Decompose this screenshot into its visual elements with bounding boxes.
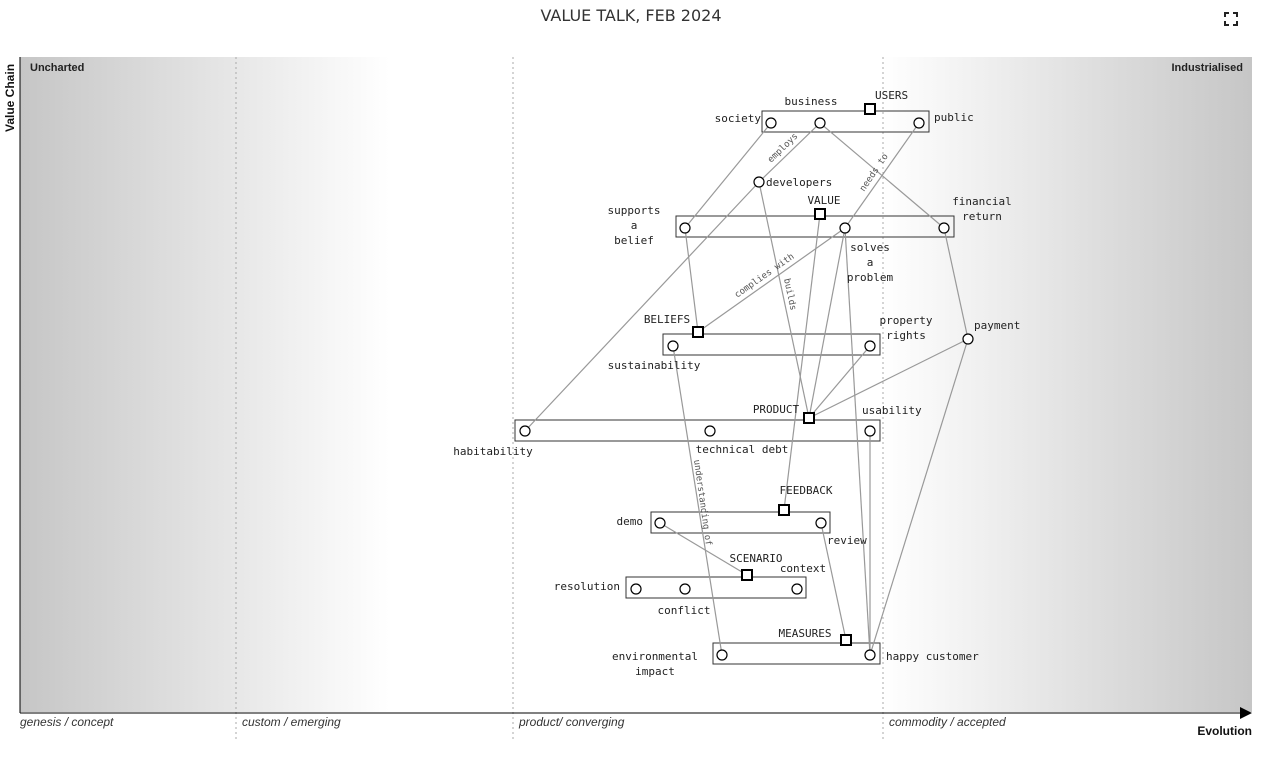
- node-payment[interactable]: [962, 333, 974, 345]
- node-label-context[interactable]: context: [780, 562, 826, 575]
- y-axis-label: Value Chain: [3, 64, 17, 132]
- node-label-conflict[interactable]: conflict: [658, 604, 711, 617]
- node-review[interactable]: [815, 517, 827, 529]
- node-context[interactable]: [791, 583, 803, 595]
- link: [943, 227, 969, 340]
- link: [524, 181, 760, 432]
- node-demo[interactable]: [654, 517, 666, 529]
- link: [684, 122, 772, 229]
- group-box-feedback: [650, 511, 831, 534]
- node-label-measures[interactable]: MEASURES: [779, 627, 832, 640]
- node-label-happy[interactable]: happy customer: [886, 650, 979, 663]
- node-label-business[interactable]: business: [785, 95, 838, 108]
- node-society[interactable]: [765, 117, 777, 129]
- link: [659, 522, 748, 576]
- stage-label-custom: custom / emerging: [242, 715, 341, 729]
- link: [808, 227, 846, 419]
- link: [808, 338, 969, 419]
- node-financial[interactable]: [938, 222, 950, 234]
- node-feedback[interactable]: [778, 504, 790, 516]
- node-label-techdebt[interactable]: technical debt: [696, 443, 789, 456]
- link: [844, 227, 871, 656]
- group-box-beliefs: [662, 333, 881, 356]
- node-business[interactable]: [814, 117, 826, 129]
- node-label-beliefs[interactable]: BELIEFS: [644, 313, 690, 326]
- nodes: USERS business society public developersVALU…: [453, 89, 1020, 678]
- link: [783, 213, 821, 511]
- node-value[interactable]: [814, 208, 826, 220]
- node-users[interactable]: [864, 103, 876, 115]
- map-background: [20, 57, 1252, 712]
- group-box-users: [761, 110, 930, 133]
- node-techdebt[interactable]: [704, 425, 716, 437]
- x-axis-label: Evolution: [1197, 724, 1252, 738]
- node-developers[interactable]: [753, 176, 765, 188]
- node-product[interactable]: [803, 412, 815, 424]
- node-label-demo[interactable]: demo: [617, 515, 644, 528]
- link: [758, 122, 821, 183]
- node-label-usability[interactable]: usability: [862, 404, 922, 417]
- node-label-product[interactable]: PRODUCT: [753, 403, 800, 416]
- link: [697, 227, 846, 333]
- node-label-scenario[interactable]: SCENARIO: [730, 552, 783, 565]
- node-solves[interactable]: [839, 222, 851, 234]
- node-label-resolution[interactable]: resolution: [554, 580, 620, 593]
- x-axis-arrow-icon: [1240, 707, 1252, 719]
- corner-label-industrialised: Industrialised: [1171, 62, 1243, 74]
- stage-label-product: product/ converging: [518, 715, 625, 729]
- node-conflict[interactable]: [679, 583, 691, 595]
- node-label-public[interactable]: public: [934, 111, 974, 124]
- link: [808, 345, 871, 419]
- node-label-feedback[interactable]: FEEDBACK: [780, 484, 833, 497]
- node-usability[interactable]: [864, 425, 876, 437]
- node-habitability[interactable]: [519, 425, 531, 437]
- node-measures[interactable]: [840, 634, 852, 646]
- link: [820, 522, 847, 641]
- node-environmental[interactable]: [716, 649, 728, 661]
- group-box-scenario: [625, 576, 807, 599]
- link: [684, 227, 699, 333]
- group-box-measures: [712, 642, 881, 665]
- corner-label-uncharted: Uncharted: [30, 62, 84, 74]
- node-label-users[interactable]: USERS: [875, 89, 908, 102]
- node-label-sustainability[interactable]: sustainability: [608, 359, 701, 372]
- stage-label-genesis: genesis / concept: [20, 715, 114, 729]
- link: [869, 338, 969, 656]
- link: [672, 345, 723, 656]
- node-sustainability[interactable]: [667, 340, 679, 352]
- node-label-habitability[interactable]: habitability: [453, 445, 533, 458]
- node-label-value[interactable]: VALUE: [807, 194, 840, 207]
- node-supports[interactable]: [679, 222, 691, 234]
- node-scenario[interactable]: [741, 569, 753, 581]
- node-happy[interactable]: [864, 649, 876, 661]
- node-label-developers[interactable]: developers: [766, 176, 832, 189]
- node-public[interactable]: [913, 117, 925, 129]
- node-label-society[interactable]: society: [715, 112, 762, 125]
- map-title: VALUE TALK, FEB 2024: [540, 6, 722, 25]
- group-box-product: [514, 419, 881, 442]
- link: [758, 181, 810, 419]
- node-label-review[interactable]: review: [827, 534, 867, 547]
- node-beliefs[interactable]: [692, 326, 704, 338]
- node-resolution[interactable]: [630, 583, 642, 595]
- link: [844, 122, 920, 229]
- links: [524, 122, 969, 656]
- stage-label-commodity: commodity / accepted: [889, 715, 1006, 729]
- node-label-payment[interactable]: payment: [974, 319, 1020, 332]
- fullscreen-icon: [1224, 12, 1238, 26]
- fullscreen-button[interactable]: [1222, 10, 1240, 28]
- node-property[interactable]: [864, 340, 876, 352]
